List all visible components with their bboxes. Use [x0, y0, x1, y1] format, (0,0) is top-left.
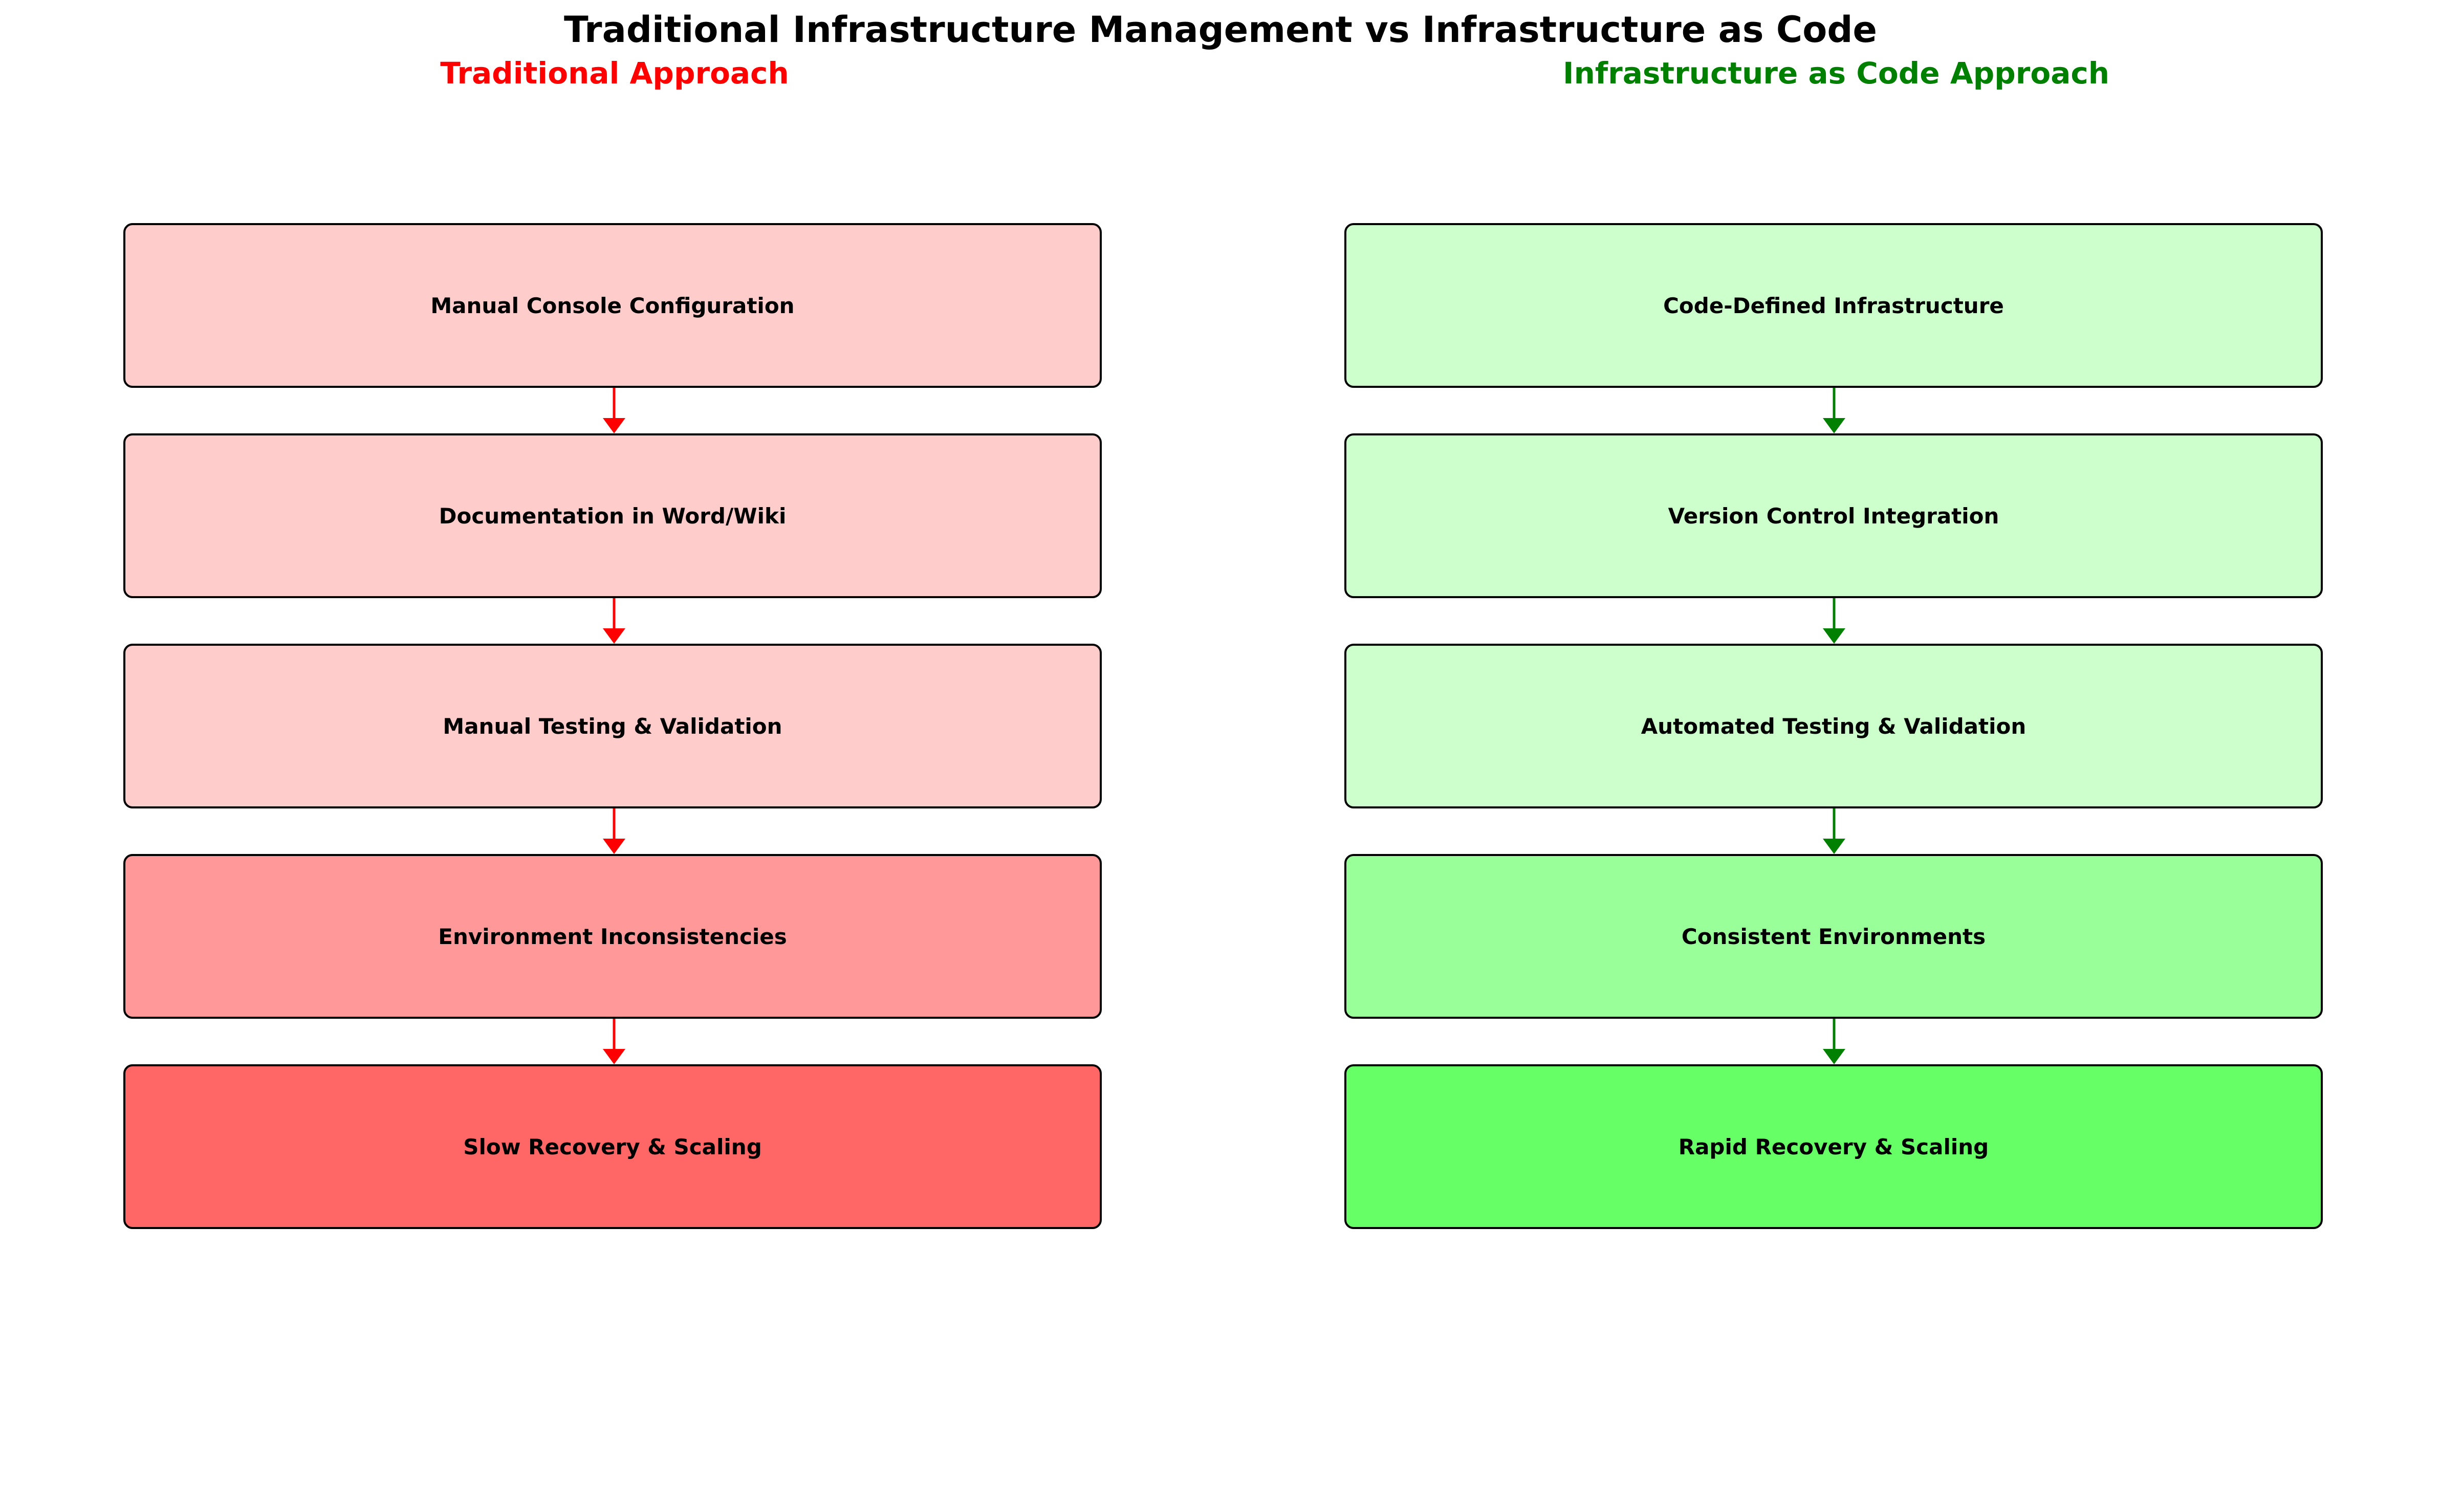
iac-step-2: Version Control Integration [1344, 433, 2323, 598]
traditional-heading: Traditional Approach [440, 56, 789, 91]
traditional-step-4: Environment Inconsistencies [123, 854, 1102, 1019]
iac-heading: Infrastructure as Code Approach [1562, 56, 2109, 91]
traditional-step-3-label: Manual Testing & Validation [443, 713, 782, 739]
iac-step-2-label: Version Control Integration [1668, 503, 1999, 529]
iac-arrowhead-4 [1823, 1049, 1845, 1064]
iac-step-5: Rapid Recovery & Scaling [1344, 1064, 2323, 1229]
traditional-arrowhead-1 [603, 418, 625, 433]
traditional-step-2-label: Documentation in Word/Wiki [439, 503, 787, 529]
iac-step-1: Code-Defined Infrastructure [1344, 223, 2323, 388]
iac-step-5-label: Rapid Recovery & Scaling [1678, 1134, 1989, 1159]
diagram-title: Traditional Infrastructure Management vs… [564, 9, 1877, 51]
traditional-step-3: Manual Testing & Validation [123, 644, 1102, 808]
traditional-step-5: Slow Recovery & Scaling [123, 1064, 1102, 1229]
traditional-arrowhead-3 [603, 839, 625, 854]
iac-arrowhead-1 [1823, 418, 1845, 433]
traditional-step-5-label: Slow Recovery & Scaling [463, 1134, 762, 1159]
iac-step-4: Consistent Environments [1344, 854, 2323, 1019]
traditional-step-1: Manual Console Configuration [123, 223, 1102, 388]
traditional-arrowhead-4 [603, 1049, 625, 1064]
traditional-step-4-label: Environment Inconsistencies [438, 924, 787, 949]
traditional-step-2: Documentation in Word/Wiki [123, 433, 1102, 598]
iac-step-4-label: Consistent Environments [1681, 924, 1986, 949]
iac-step-3: Automated Testing & Validation [1344, 644, 2323, 808]
traditional-arrowhead-2 [603, 628, 625, 644]
traditional-step-1-label: Manual Console Configuration [430, 293, 795, 318]
iac-step-1-label: Code-Defined Infrastructure [1663, 293, 2004, 318]
iac-arrowhead-3 [1823, 839, 1845, 854]
iac-step-3-label: Automated Testing & Validation [1641, 713, 2026, 739]
iac-arrowhead-2 [1823, 628, 1845, 644]
